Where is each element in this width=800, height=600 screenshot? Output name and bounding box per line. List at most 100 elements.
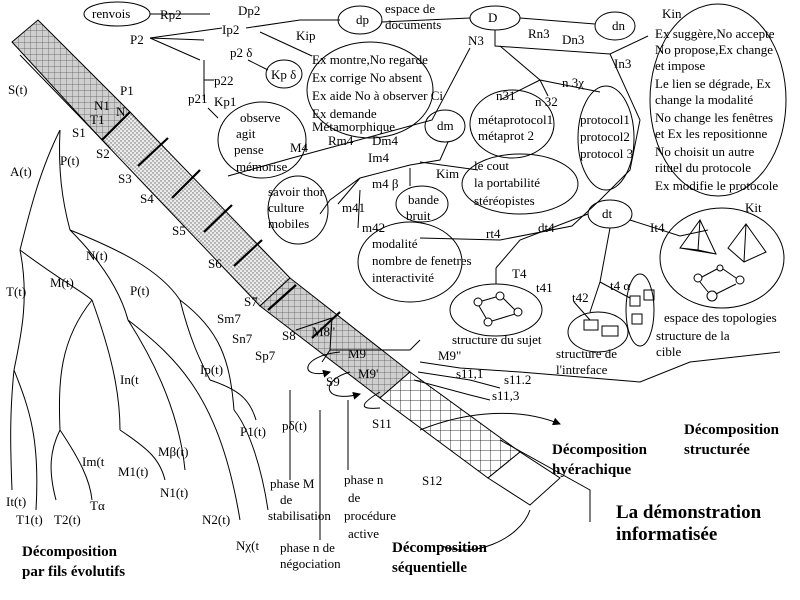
p21-label: p21 <box>188 91 208 106</box>
tree-label: N2(t) <box>202 512 230 527</box>
stage-sp7: Sp7 <box>255 348 276 363</box>
band-segment-top <box>11 19 131 141</box>
interface-windows-icon <box>583 319 619 337</box>
dn3-label: Dn3 <box>562 32 584 47</box>
espace-documents-1: espace de <box>385 1 435 16</box>
kin-item: Ex suggère,No accepte <box>655 26 775 41</box>
stage-s1: S1 <box>72 125 86 140</box>
tree-branch <box>179 299 235 411</box>
dm4-label: Dm4 <box>372 133 399 148</box>
kp1-item: pense <box>234 142 264 157</box>
sequential-link <box>439 509 531 551</box>
kim-ellipse <box>461 153 579 215</box>
topology-boxes-icon <box>629 289 655 325</box>
kim-label: Kim <box>436 166 459 181</box>
n3x-label: n 3χ <box>562 75 584 90</box>
tree-label: It(t) <box>6 494 26 509</box>
tree-labels: S(t) A(t) P(t) T(t) M(t) N(t) P(t) In(t … <box>6 82 396 571</box>
tree-branch <box>69 229 181 301</box>
dm-label: dm <box>437 118 454 133</box>
n32-label: n 32 <box>535 94 558 109</box>
interface-structure-label: structure de <box>556 346 617 361</box>
rm4-label: Rm4 <box>328 133 354 148</box>
kip-item: Métamorphique <box>312 119 395 134</box>
n3-dm-connector <box>227 47 471 177</box>
tree-label: T2(t) <box>54 512 81 527</box>
phase-n-nego-label: négociation <box>280 556 341 571</box>
title-structuree: Décomposition <box>684 422 780 438</box>
rn3-label: Rn3 <box>528 26 550 41</box>
m42-ellipse <box>357 221 463 303</box>
kim-item: la portabilité <box>474 175 540 190</box>
t42-label: t42 <box>572 290 589 305</box>
s11-3-link <box>413 379 491 401</box>
stage-s3: S3 <box>118 171 132 186</box>
bande-ellipse <box>395 185 449 223</box>
title-sequentielle: Décomposition <box>392 540 488 556</box>
tree-branch <box>10 369 15 491</box>
in3-label: In3 <box>614 56 631 71</box>
s11-3-label: s11,3 <box>492 388 519 403</box>
interface-structure-ellipse <box>567 311 629 353</box>
topology-label: cible <box>656 344 681 359</box>
m4b-label: m4 β <box>372 176 399 191</box>
phase-m-label: phase M <box>270 476 315 491</box>
tree-branch <box>179 299 211 381</box>
phase-m-label: de <box>280 492 293 507</box>
protocol3-label: protocol 3 <box>580 146 633 161</box>
kin-item: Le lien se dégrade, Ex <box>655 76 771 91</box>
m9p-label: M9' <box>358 366 378 381</box>
kin-label: Kin <box>662 6 682 21</box>
tree-branch <box>127 319 241 521</box>
dn-node <box>594 11 636 41</box>
kip-item: Ex demande <box>312 106 377 121</box>
protocol1-label: protocol1 <box>580 112 630 127</box>
tree-label: Im(t <box>82 454 105 469</box>
dt-branches <box>495 213 709 313</box>
stage-s7: S7 <box>244 294 258 309</box>
protocol2-label: protocol2 <box>580 129 630 144</box>
t4-branches <box>495 268 591 321</box>
knowledge-item: savoir thor <box>268 184 325 199</box>
p2d-label: p2 δ <box>230 45 252 60</box>
p21-connector <box>207 107 219 119</box>
m4-branches <box>337 161 479 229</box>
kp1-item: observe <box>240 110 281 125</box>
dm-branches <box>319 141 449 215</box>
s11-1-label: s11,1 <box>456 366 483 381</box>
knowledge-item: culture <box>268 200 304 215</box>
kip-item: Ex aide No à observer Ci <box>312 88 443 103</box>
tree-branch <box>13 369 38 511</box>
sequential-to-hierarchical-arrow <box>419 412 561 431</box>
band-label-n1: N1 <box>94 98 110 113</box>
n3-connector <box>494 30 649 55</box>
m9-curved-arrow <box>307 351 341 378</box>
stage-sm7: Sm7 <box>217 311 241 326</box>
tree-label: A(t) <box>10 164 32 179</box>
m9pp-label: M9" <box>438 348 461 363</box>
dm-node <box>424 109 466 143</box>
stage-sn7: Sn7 <box>232 331 253 346</box>
kin-item: et Ex les repositionne <box>655 126 768 141</box>
n3-label: N3 <box>468 33 484 48</box>
kin-ellipse <box>649 3 787 197</box>
metaprot2-label: métaprot 2 <box>478 128 534 143</box>
dn-label: dn <box>612 18 626 33</box>
tree-branch <box>58 129 71 231</box>
title-sequentielle: séquentielle <box>392 560 467 576</box>
band-divider <box>203 204 233 233</box>
renvois-label: renvois <box>92 6 130 21</box>
band-divider <box>137 137 169 167</box>
d-label: D <box>488 10 497 25</box>
tree-label: P(t) <box>60 153 80 168</box>
kim-item: stéréopistes <box>474 193 535 208</box>
band-label-n: N <box>116 104 126 119</box>
title-fils-evolutifs: Décomposition <box>22 544 118 560</box>
tree-label: M1(t) <box>118 464 148 479</box>
m42-item: nombre de fenetres <box>372 253 472 268</box>
evolutive-tree <box>10 129 349 540</box>
ip2-connector <box>259 31 313 57</box>
metaprotocol1-label: métaprotocol1 <box>478 112 553 127</box>
rt4-label: rt4 <box>486 226 501 241</box>
